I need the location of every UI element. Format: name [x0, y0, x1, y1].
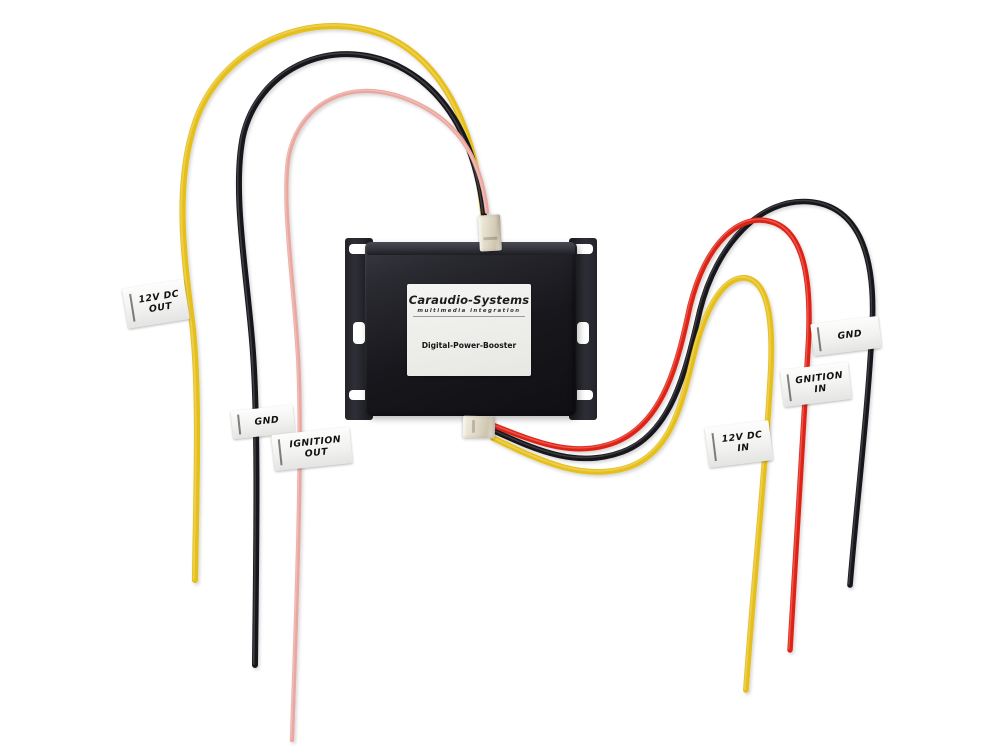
wire-12v-dc-out-highlight [180, 24, 484, 580]
brand-name: Caraudio-Systems [408, 293, 530, 307]
connector-latch [483, 236, 498, 241]
wire-label-line-2: OUT [304, 446, 329, 460]
connector-latch [471, 419, 476, 433]
mounting-slot [573, 390, 593, 400]
wire-12v-dc-in [490, 275, 775, 693]
device-case-top-edge [367, 242, 575, 255]
wire-gnd-in [489, 198, 876, 588]
mounting-slot [353, 322, 365, 344]
wire-ignition-in-highlight [488, 218, 809, 650]
wire-label-line-2: OUT [148, 300, 174, 316]
power-booster-device: Caraudio-Systems multimedia integration … [345, 238, 597, 420]
connector-input-plug [462, 415, 496, 439]
wire-label-line-1: GND [254, 413, 280, 428]
device-product-label: Caraudio-Systems multimedia integration … [407, 284, 531, 376]
wire-ignition-in [487, 217, 812, 653]
wire-label-line-2: IN [813, 382, 828, 395]
mounting-slot [349, 390, 369, 400]
wire-ignition-out-highlight [284, 89, 487, 740]
wire-gnd-out-highlight [236, 52, 484, 665]
mounting-slot [573, 244, 593, 254]
wire-label-line-1: GND [836, 327, 863, 342]
mounting-slot [577, 322, 589, 344]
wire-label-12v-dc-in: 12V DC IN [704, 420, 774, 468]
wire-label-line-2: IN [736, 441, 751, 455]
product-model-name: Digital-Power-Booster [421, 341, 517, 351]
wire-gnd-in-highlight [490, 199, 873, 585]
mounting-slot [349, 244, 369, 254]
connector-output-plug [478, 214, 502, 252]
brand-tagline: multimedia integration [413, 308, 525, 318]
wire-12v-dc-in-highlight [490, 276, 771, 690]
